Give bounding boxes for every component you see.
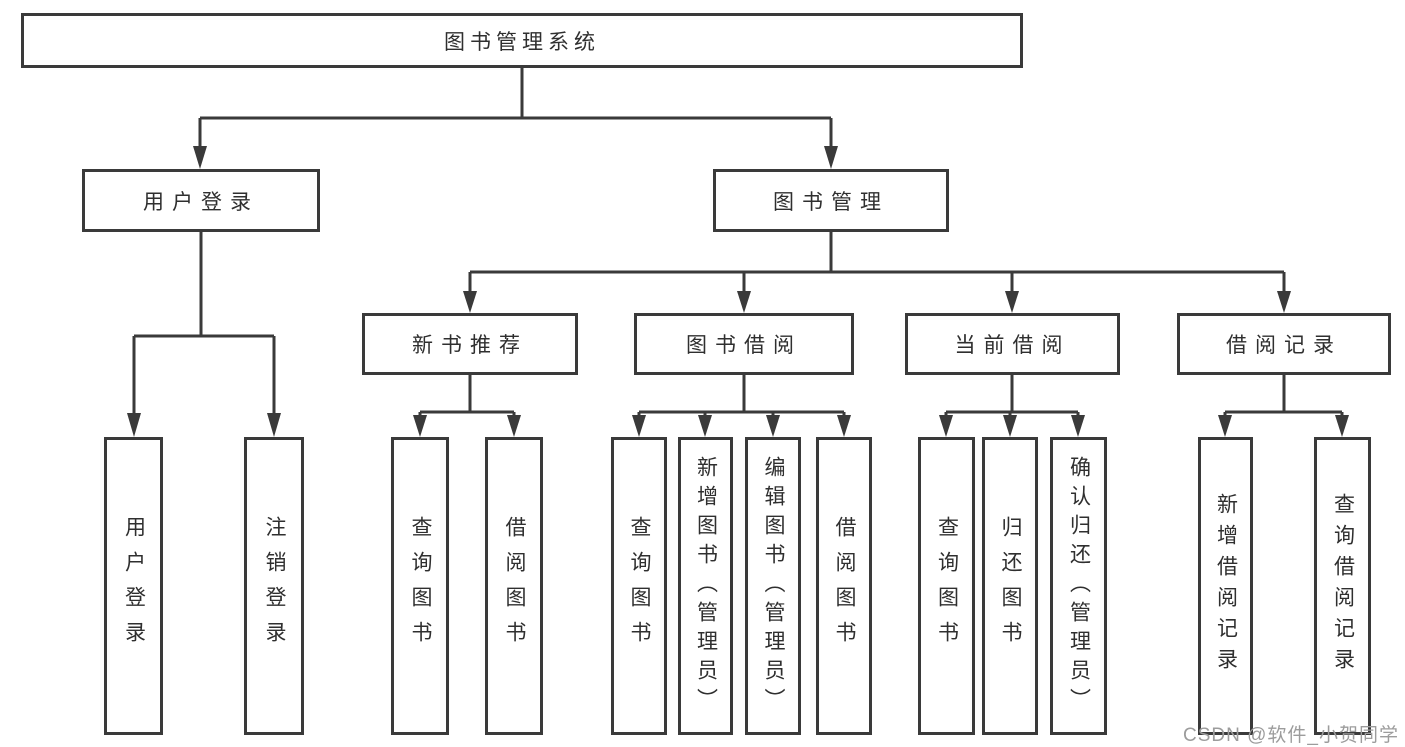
node-book-management: 图书管理 bbox=[713, 169, 949, 232]
node-label: 借阅记录 bbox=[1226, 334, 1342, 357]
node-label: 用户登录 bbox=[143, 190, 259, 214]
leaf-label: 用户登录 bbox=[122, 516, 146, 656]
leaf-confirm-return-admin: 确认归还（管理员） bbox=[1050, 437, 1107, 735]
node-book-borrowing: 图书借阅 bbox=[634, 313, 854, 375]
leaf-add-borrow-record: 新增借阅记录 bbox=[1198, 437, 1253, 735]
leaf-user-login: 用户登录 bbox=[104, 437, 163, 735]
leaf-label: 借阅图书 bbox=[833, 516, 856, 656]
leaf-label: 查询图书 bbox=[935, 516, 959, 656]
leaf-label: 查询借阅记录 bbox=[1331, 493, 1355, 679]
leaf-label: 查询图书 bbox=[409, 516, 432, 656]
node-new-book-recommend: 新书推荐 bbox=[362, 313, 578, 375]
leaf-query-borrow-record: 查询借阅记录 bbox=[1314, 437, 1371, 735]
leaf-label: 归还图书 bbox=[999, 516, 1022, 656]
leaf-label: 确认归还（管理员） bbox=[1067, 455, 1091, 717]
arrow-down-icons bbox=[127, 146, 1349, 437]
leaf-borrow-books-recommend: 借阅图书 bbox=[485, 437, 543, 735]
node-label: 当前借阅 bbox=[954, 334, 1071, 357]
leaf-query-books-current: 查询图书 bbox=[918, 437, 975, 735]
leaf-borrow-books-borrowing: 借阅图书 bbox=[816, 437, 872, 735]
node-label: 新书推荐 bbox=[412, 334, 528, 357]
leaf-edit-book-admin: 编辑图书（管理员） bbox=[745, 437, 801, 735]
node-root-system: 图书管理系统 bbox=[21, 13, 1023, 68]
node-label: 图书管理 bbox=[773, 190, 889, 214]
leaf-label: 新增借阅记录 bbox=[1214, 493, 1238, 679]
leaf-label: 新增图书（管理员） bbox=[694, 455, 718, 717]
leaf-label: 借阅图书 bbox=[503, 516, 526, 656]
node-borrowing-records: 借阅记录 bbox=[1177, 313, 1391, 375]
leaf-label: 编辑图书（管理员） bbox=[762, 455, 785, 717]
csdn-watermark: CSDN @软件_小贺同学 bbox=[1183, 725, 1399, 746]
leaf-label: 注销登录 bbox=[263, 516, 286, 656]
node-label: 图书管理系统 bbox=[444, 30, 600, 54]
node-label: 图书借阅 bbox=[686, 334, 802, 357]
leaf-label: 查询图书 bbox=[628, 516, 651, 656]
leaf-query-books-recommend: 查询图书 bbox=[391, 437, 449, 735]
node-user-login: 用户登录 bbox=[82, 169, 320, 232]
leaf-query-books-borrowing: 查询图书 bbox=[611, 437, 667, 735]
node-current-borrowing: 当前借阅 bbox=[905, 313, 1120, 375]
leaf-add-book-admin: 新增图书（管理员） bbox=[678, 437, 733, 735]
leaf-return-book: 归还图书 bbox=[982, 437, 1038, 735]
leaf-logout: 注销登录 bbox=[244, 437, 304, 735]
